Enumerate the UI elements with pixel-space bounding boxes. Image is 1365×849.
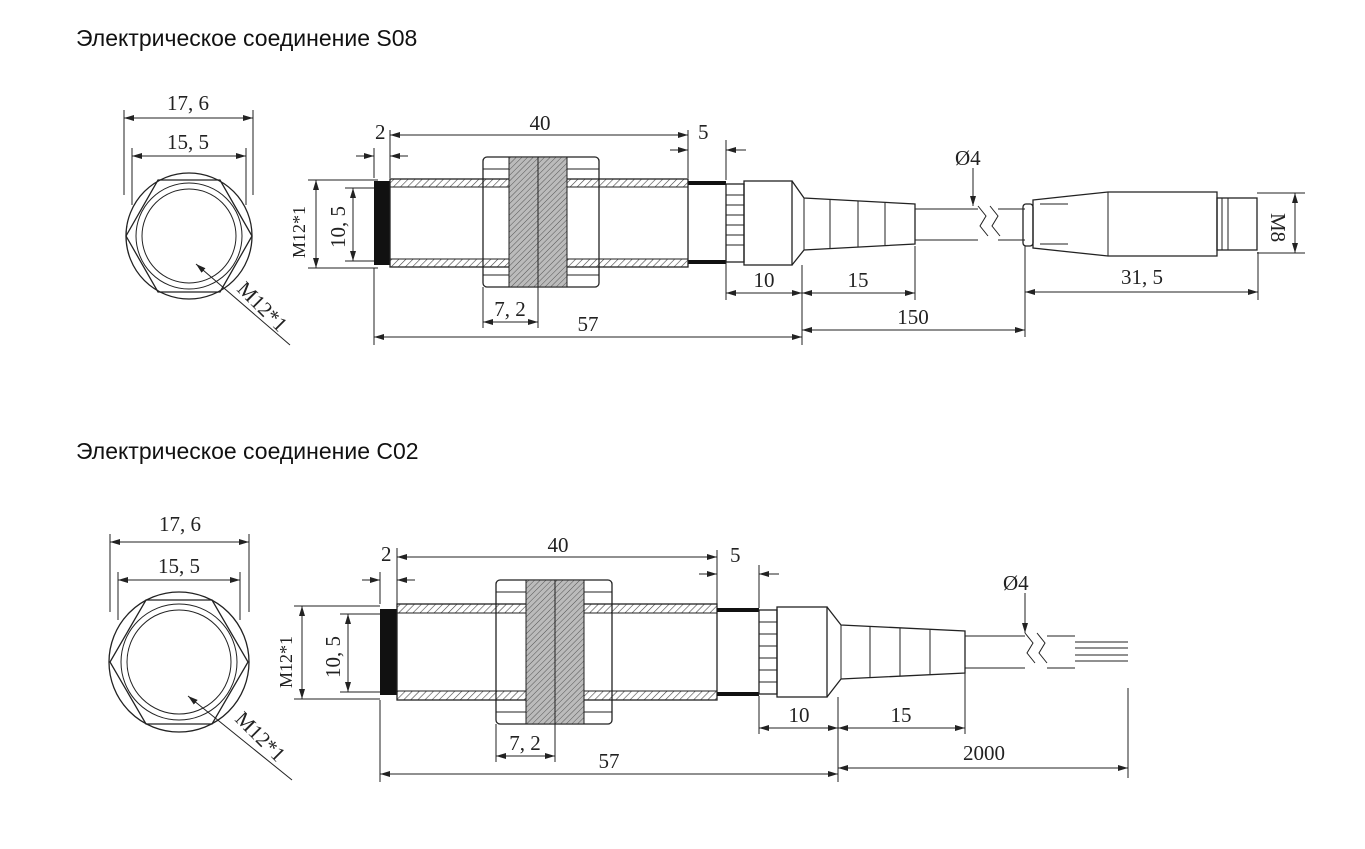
dim-outer-width-s08: 17, 6 [167,91,209,115]
dim-seg15-s08: 15 [848,268,869,292]
dim-cable-dia-s08: Ø4 [955,146,981,170]
dim-bore-s08: 10, 5 [326,206,350,248]
dim-total-len-c02: 57 [599,749,620,773]
dim-tail-len-s08: 5 [698,120,709,144]
dim-nut-c02: 7, 2 [509,731,541,755]
dim-nut-s08: 7, 2 [494,297,526,321]
front-view-s08: 17, 6 15, 5 M12*1 [123,91,292,346]
dim-connector-thread-s08: M8 [1266,213,1290,242]
dim-outer-width-c02: 17, 6 [159,512,201,536]
drawing-s08: 17, 6 15, 5 M12*1 M12*1 10, 5 [123,91,1305,346]
dim-cable-len-s08: 150 [897,305,929,329]
side-view-s08: M12*1 10, 5 [289,111,1305,345]
dim-cable-len-c02: 2000 [963,741,1005,765]
dim-seg10-c02: 10 [789,703,810,727]
dim-cable-dia-c02: Ø4 [1003,571,1029,595]
dim-front-gap-c02: 2 [381,542,392,566]
dim-thread-face-c02: M12*1 [230,707,290,767]
side-view-c02: M12*1 10, 5 [276,533,1129,782]
dim-body-len-c02: 40 [548,533,569,557]
title-s08: Электрическое соединение S08 [76,25,418,51]
dim-inner-width-s08: 15, 5 [167,130,209,154]
dim-front-gap-s08: 2 [375,120,386,144]
dim-thread-side-s08: M12*1 [289,206,309,258]
front-view-c02: 17, 6 15, 5 M12*1 [108,512,293,781]
dim-total-len-s08: 57 [578,312,599,336]
dim-thread-side-c02: M12*1 [276,636,296,688]
dim-inner-width-c02: 15, 5 [158,554,200,578]
dim-connector-len-s08: 31, 5 [1121,265,1163,289]
dim-bore-c02: 10, 5 [321,636,345,678]
dim-seg10-s08: 10 [754,268,775,292]
drawing-c02: 17, 6 15, 5 M12*1 M12*1 10, 5 [108,512,1129,782]
title-c02: Электрическое соединение C02 [76,438,419,464]
dim-thread-face-s08: M12*1 [232,277,292,337]
dim-tail-len-c02: 5 [730,543,741,567]
dim-seg15-c02: 15 [891,703,912,727]
dim-body-len-s08: 40 [530,111,551,135]
